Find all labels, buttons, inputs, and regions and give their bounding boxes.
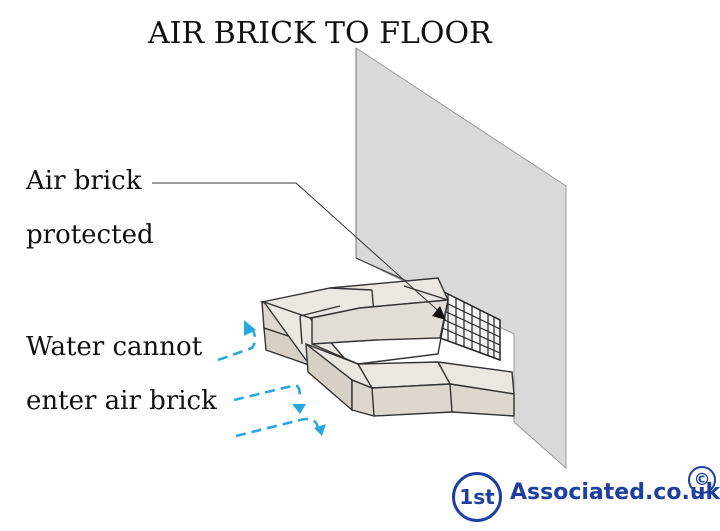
diagram-title: AIR BRICK TO FLOOR xyxy=(148,16,492,51)
leader-line-air-brick xyxy=(152,182,445,317)
logo-badge: 1st xyxy=(452,472,502,522)
label-air-brick-line1: Air brick xyxy=(26,166,142,196)
label-water-line2: enter air brick xyxy=(26,386,217,416)
leader-arrowhead xyxy=(432,306,446,320)
logo-brand-text: Associated.co.uk xyxy=(510,480,720,505)
brick-surround xyxy=(259,277,515,417)
label-water-line1: Water cannot xyxy=(26,332,203,362)
label-air-brick-line2: protected xyxy=(26,220,154,250)
water-arrowheads xyxy=(244,320,326,436)
copyright-icon: © xyxy=(688,466,716,494)
air-brick-grille xyxy=(439,288,501,362)
brand-logo: 1st Associated.co.uk xyxy=(452,468,720,522)
